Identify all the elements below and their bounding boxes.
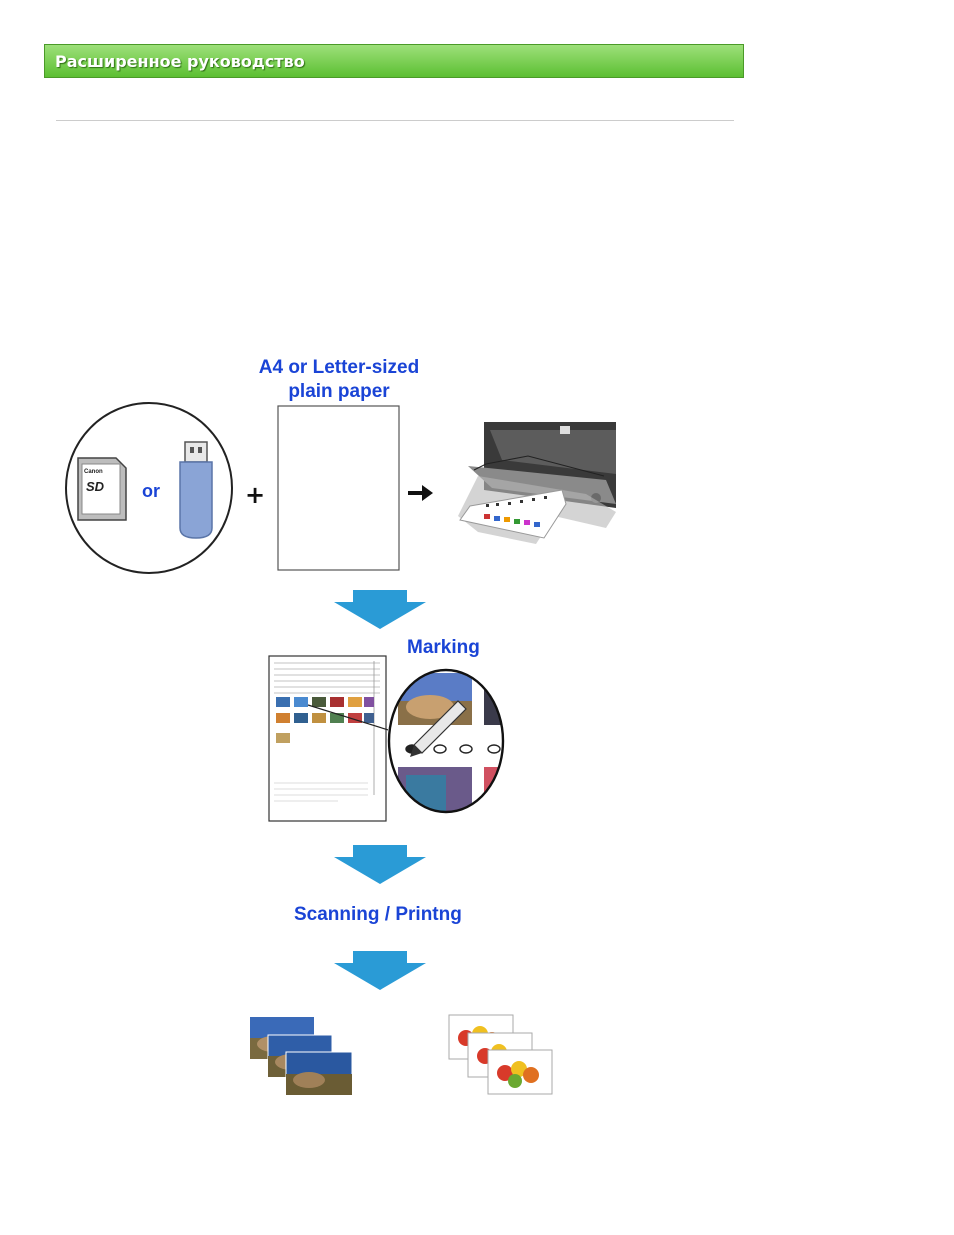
marking-label: Marking <box>407 637 480 659</box>
printer-icon <box>456 420 618 546</box>
paper-label-line2: plain paper <box>240 380 438 404</box>
arrow-down-icon <box>333 951 427 991</box>
sd-card-logo: SD <box>86 479 105 494</box>
sd-card-icon: Canon SD <box>78 458 126 520</box>
printed-photos-stack-fruit <box>448 1014 554 1096</box>
usb-flash-drive-icon <box>180 442 212 538</box>
divider <box>56 120 734 121</box>
paper-label: A4 or Letter-sized plain paper <box>240 356 438 404</box>
plus-sign: + <box>245 481 265 509</box>
arrow-right-icon <box>408 484 434 502</box>
or-label: or <box>142 481 160 502</box>
header-bar: Расширенное руководство <box>44 44 744 78</box>
scanning-printing-label: Scanning / Printng <box>294 904 462 926</box>
page-title: Расширенное руководство <box>55 52 305 71</box>
marking-magnifier <box>386 667 506 815</box>
sd-card-brand: Canon <box>84 469 103 475</box>
blank-paper-sheet <box>277 405 401 572</box>
arrow-down-icon <box>333 590 427 630</box>
printed-photos-stack-landscape <box>249 1016 353 1096</box>
arrow-down-icon <box>333 845 427 885</box>
photo-index-sheet <box>268 655 388 823</box>
paper-label-line1: A4 or Letter-sized <box>240 356 438 380</box>
